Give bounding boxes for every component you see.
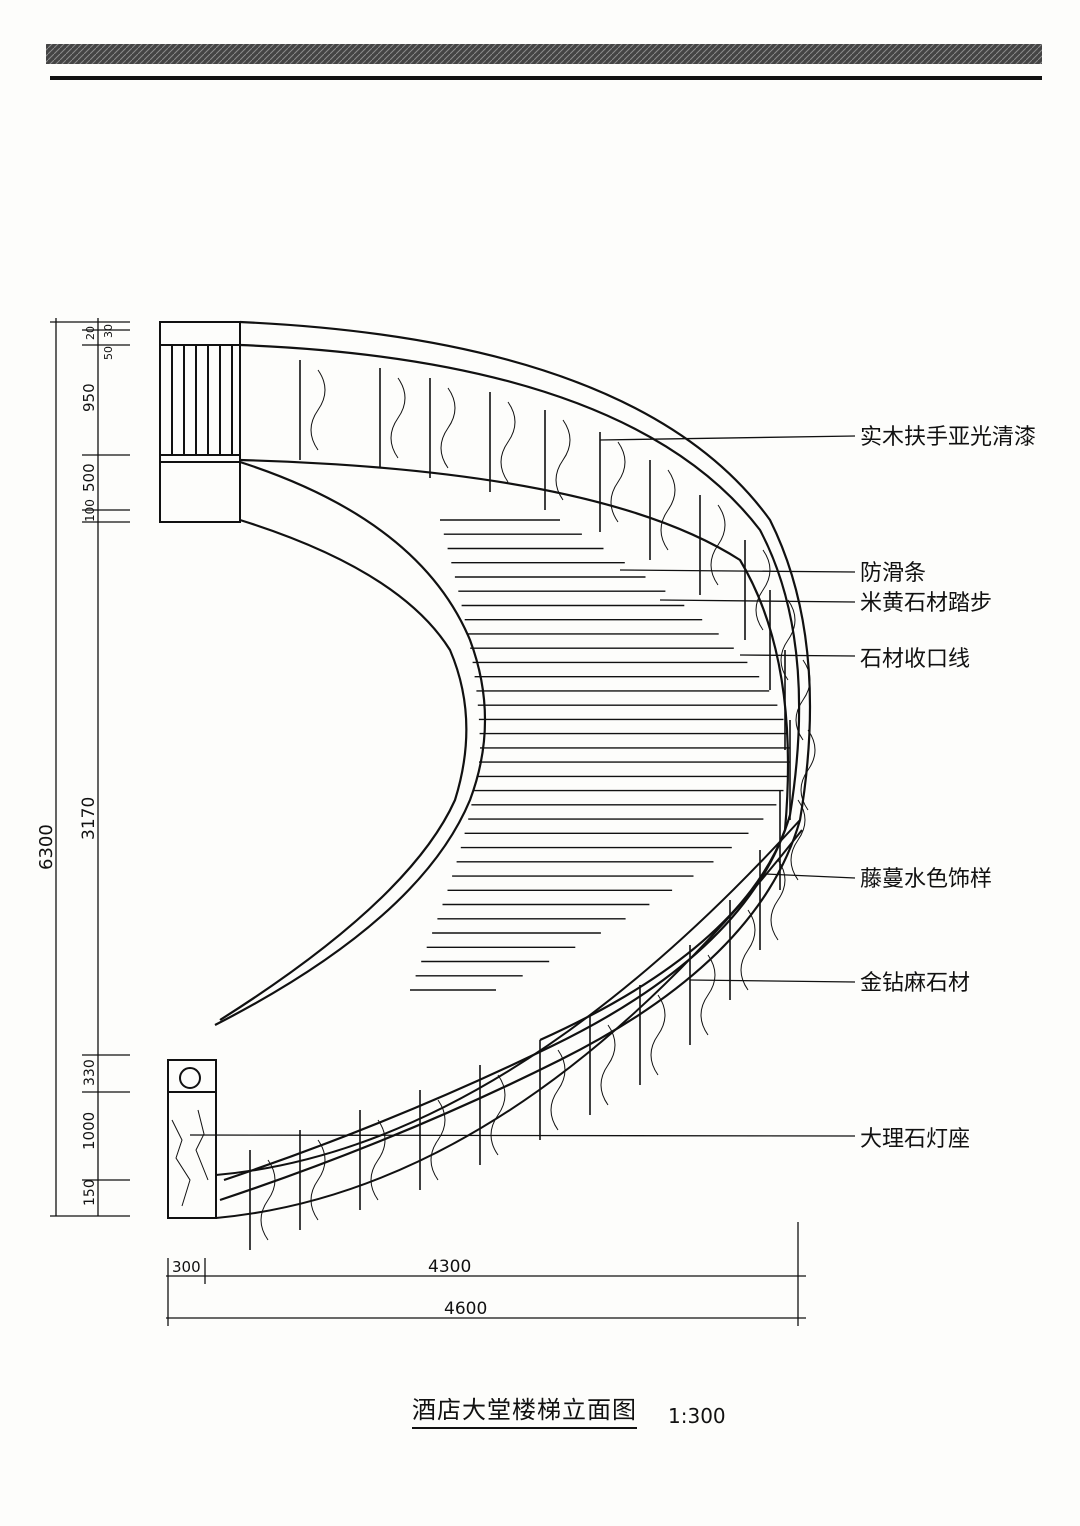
callout-anti-slip: 防滑条 bbox=[860, 561, 926, 586]
dim-width-300: 300 bbox=[172, 1258, 201, 1276]
dim-seg-3170: 3170 bbox=[79, 797, 99, 840]
header-border bbox=[46, 44, 1042, 80]
dim-seg-100: 100 bbox=[83, 499, 97, 522]
drawing-title: 酒店大堂楼梯立面图 bbox=[412, 1390, 637, 1429]
dim-seg-50: 50 bbox=[102, 346, 115, 360]
callout-lamp-base: 大理石灯座 bbox=[860, 1127, 970, 1152]
callout-vine-ornament: 藤蔓水色饰样 bbox=[860, 867, 992, 892]
outer-handrail bbox=[219, 320, 812, 1202]
base-rail bbox=[215, 819, 803, 1219]
dim-seg-1000: 1000 bbox=[80, 1112, 98, 1150]
horizontal-dimension-lines bbox=[166, 1222, 806, 1326]
stair-treads bbox=[410, 519, 790, 991]
callout-leaders bbox=[189, 435, 856, 1137]
dim-seg-330: 330 bbox=[82, 1059, 98, 1086]
dim-seg-20: 20 bbox=[84, 326, 97, 340]
callout-stone-edge: 石材收口线 bbox=[860, 647, 970, 672]
vertical-dimension-lines bbox=[50, 318, 130, 1217]
callout-granite: 金钻麻石材 bbox=[860, 971, 970, 996]
dim-total-height: 6300 bbox=[36, 824, 57, 870]
callout-stone-tread: 米黄石材踏步 bbox=[860, 591, 992, 616]
dim-seg-150: 150 bbox=[82, 1179, 98, 1206]
marble-lamp-base bbox=[167, 1059, 217, 1219]
dim-width-4300: 4300 bbox=[428, 1257, 471, 1277]
upper-landing bbox=[159, 321, 241, 523]
inner-stringer bbox=[214, 460, 487, 1026]
dim-width-total: 4600 bbox=[444, 1299, 487, 1319]
dim-seg-500: 500 bbox=[80, 463, 98, 492]
dim-seg-950: 950 bbox=[80, 383, 98, 412]
drawing-scale: 1:300 bbox=[668, 1404, 726, 1428]
callout-handrail: 实木扶手亚光清漆 bbox=[860, 425, 1036, 450]
dim-seg-30: 30 bbox=[102, 324, 115, 338]
